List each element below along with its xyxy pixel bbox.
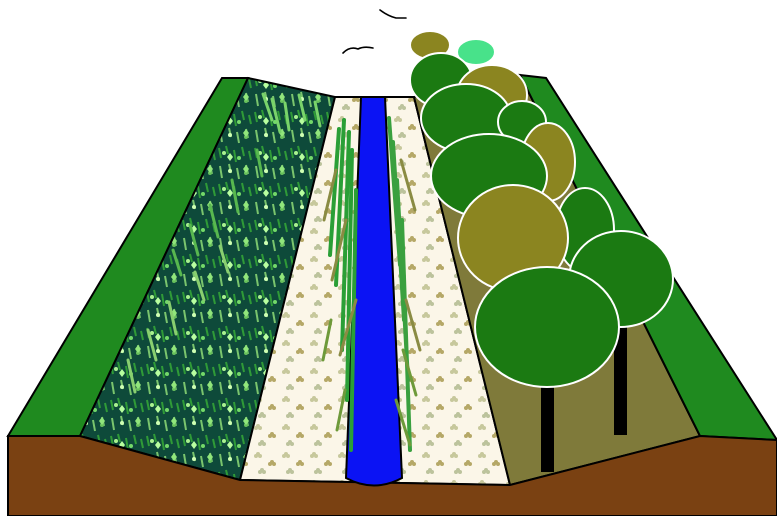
river-corridor-illustration [0, 0, 777, 516]
